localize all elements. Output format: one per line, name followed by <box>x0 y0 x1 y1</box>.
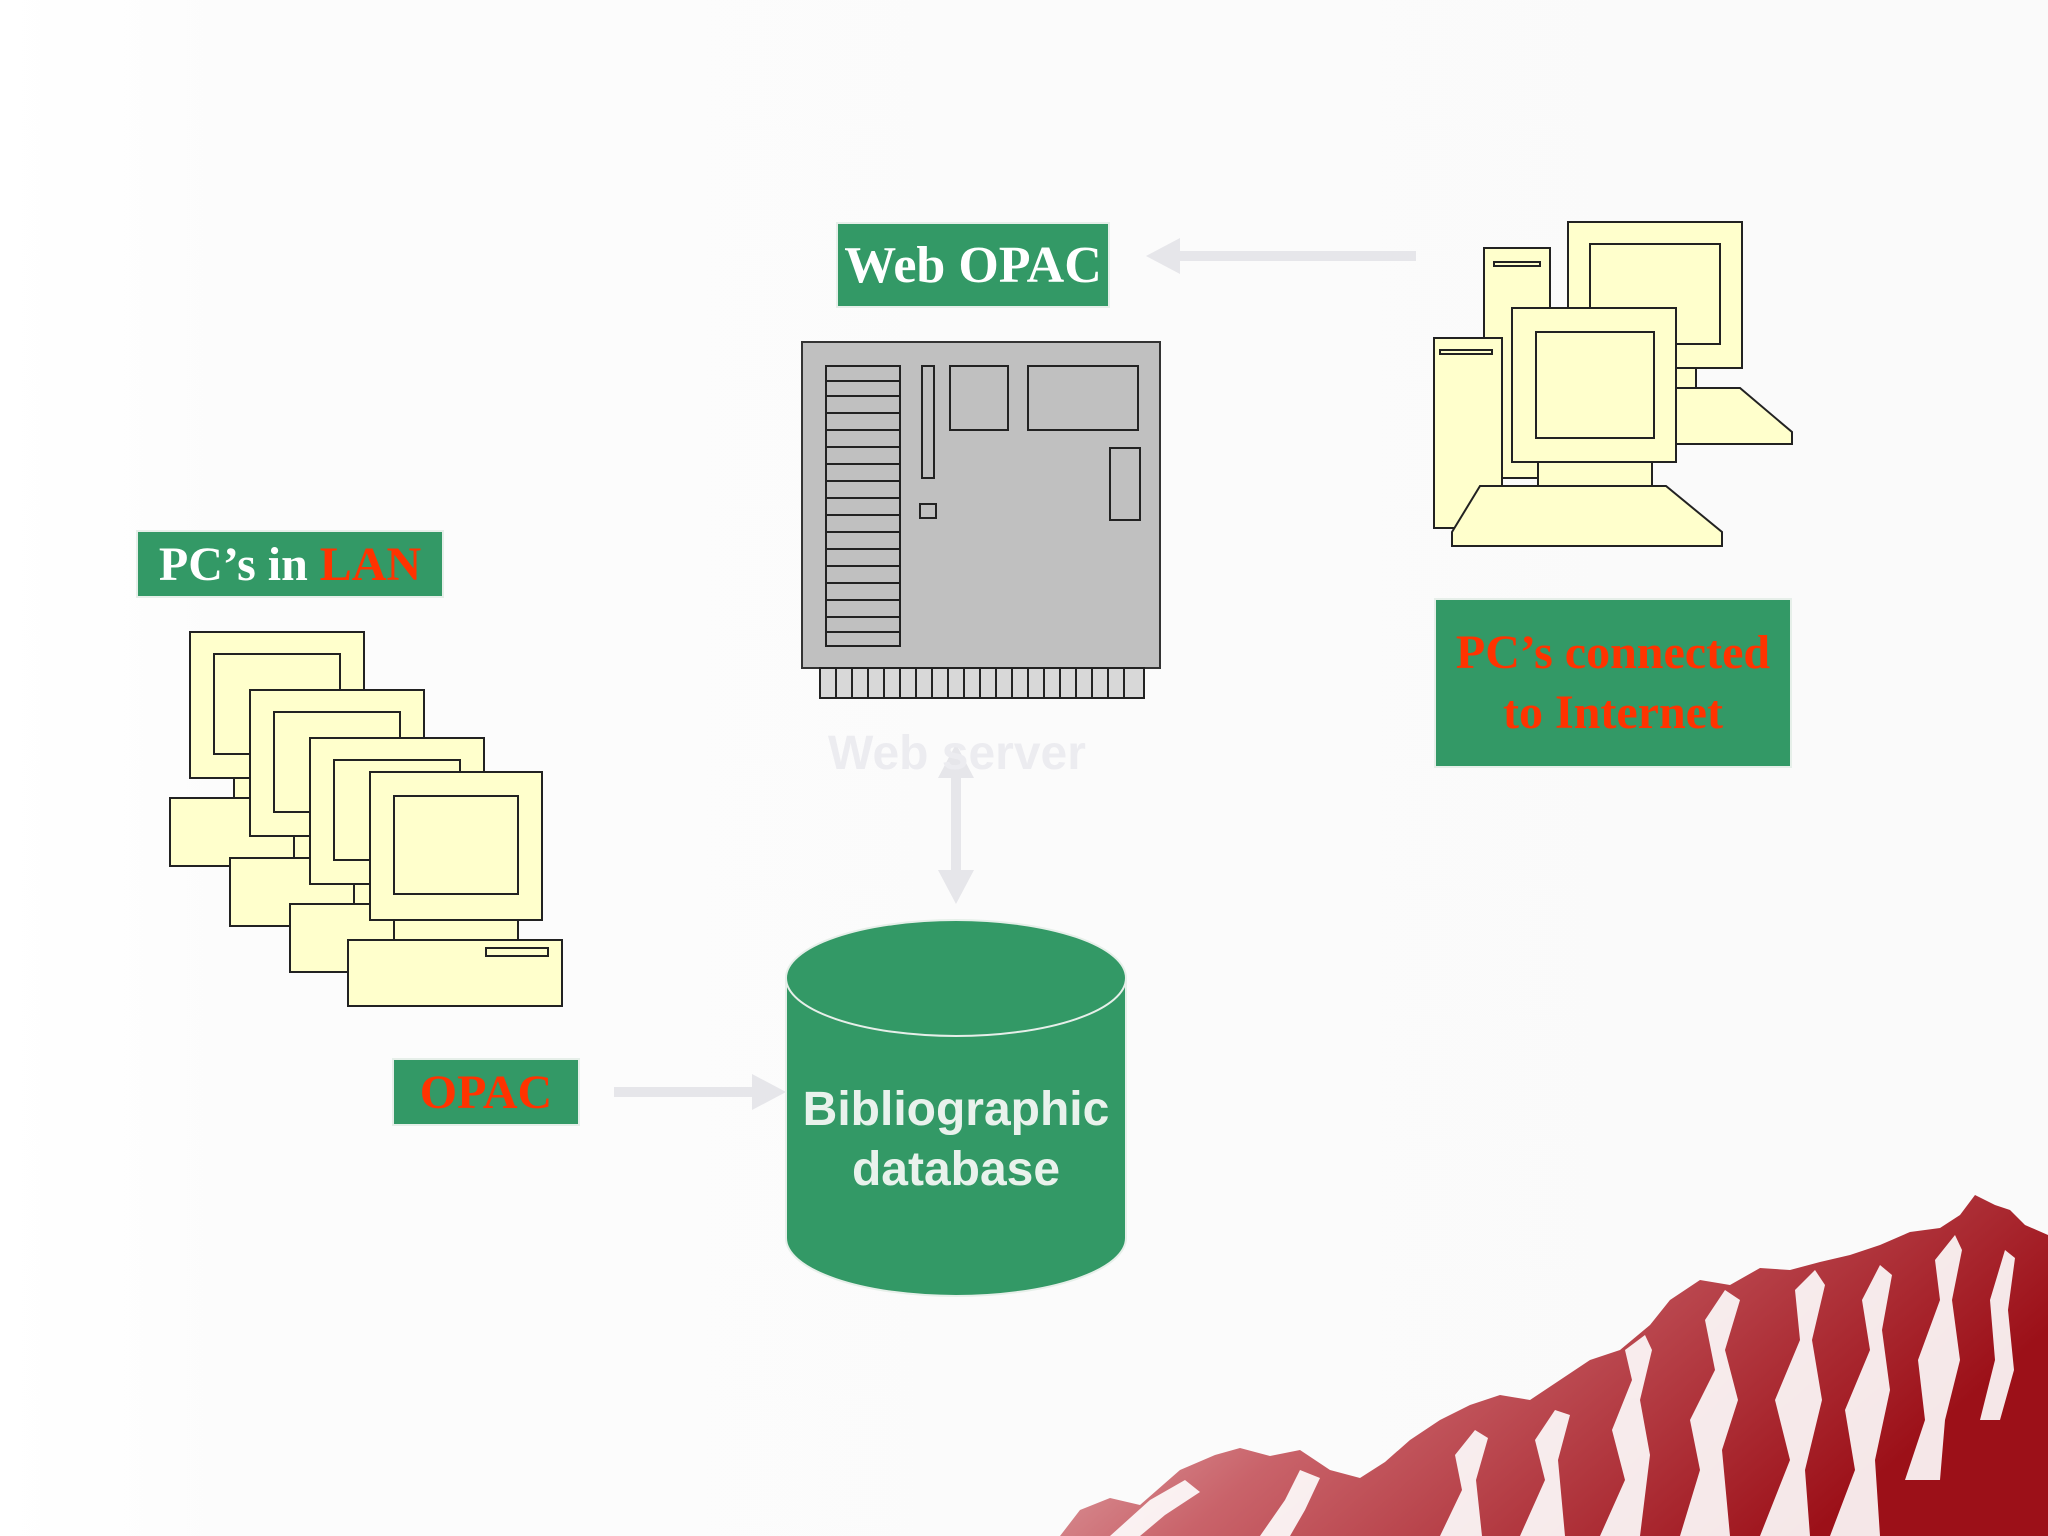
web-opac-label: Web OPAC <box>836 222 1110 308</box>
pcs-internet-label: PC’s connected to Internet <box>1434 598 1792 768</box>
database-label: Bibliographic database <box>786 1080 1126 1200</box>
arrow-server-database-bidirectional <box>938 744 974 904</box>
arrow-internet-to-webopac <box>1146 238 1416 274</box>
arrow-opac-to-database <box>614 1074 786 1110</box>
opac-label: OPAC <box>392 1058 580 1126</box>
database-label-line2: database <box>851 1143 1061 1196</box>
pcs-in-lan-label: PC’s in LAN <box>136 530 444 598</box>
opac-text: OPAC <box>419 1065 553 1119</box>
pcs-in-lan-text: PC’s in <box>158 537 320 591</box>
database-label-line1: Bibliographic <box>802 1083 1110 1136</box>
web-opac-text: Web OPAC <box>844 236 1102 294</box>
web-server-label: Web server <box>828 727 1086 780</box>
pcs-internet-line1: PC’s connected <box>1455 626 1771 679</box>
lan-highlight-text: LAN <box>319 537 422 591</box>
pcs-internet-line2: to Internet <box>1503 686 1723 739</box>
